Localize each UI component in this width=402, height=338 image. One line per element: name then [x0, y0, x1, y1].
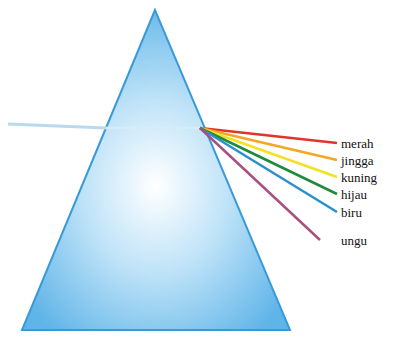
green-ray	[200, 128, 337, 194]
incoming-ray	[8, 124, 106, 128]
color-label: ungu	[341, 233, 367, 248]
color-label: merah	[341, 136, 373, 151]
color-label: kuning	[341, 170, 377, 185]
blue-ray	[200, 128, 337, 212]
color-label: biru	[341, 205, 362, 220]
color-label: jingga	[341, 153, 374, 168]
purple-ray	[200, 128, 320, 240]
color-label: hijau	[341, 187, 367, 202]
inner-ray	[106, 127, 200, 130]
prism	[22, 10, 290, 330]
orange-ray	[200, 128, 337, 160]
